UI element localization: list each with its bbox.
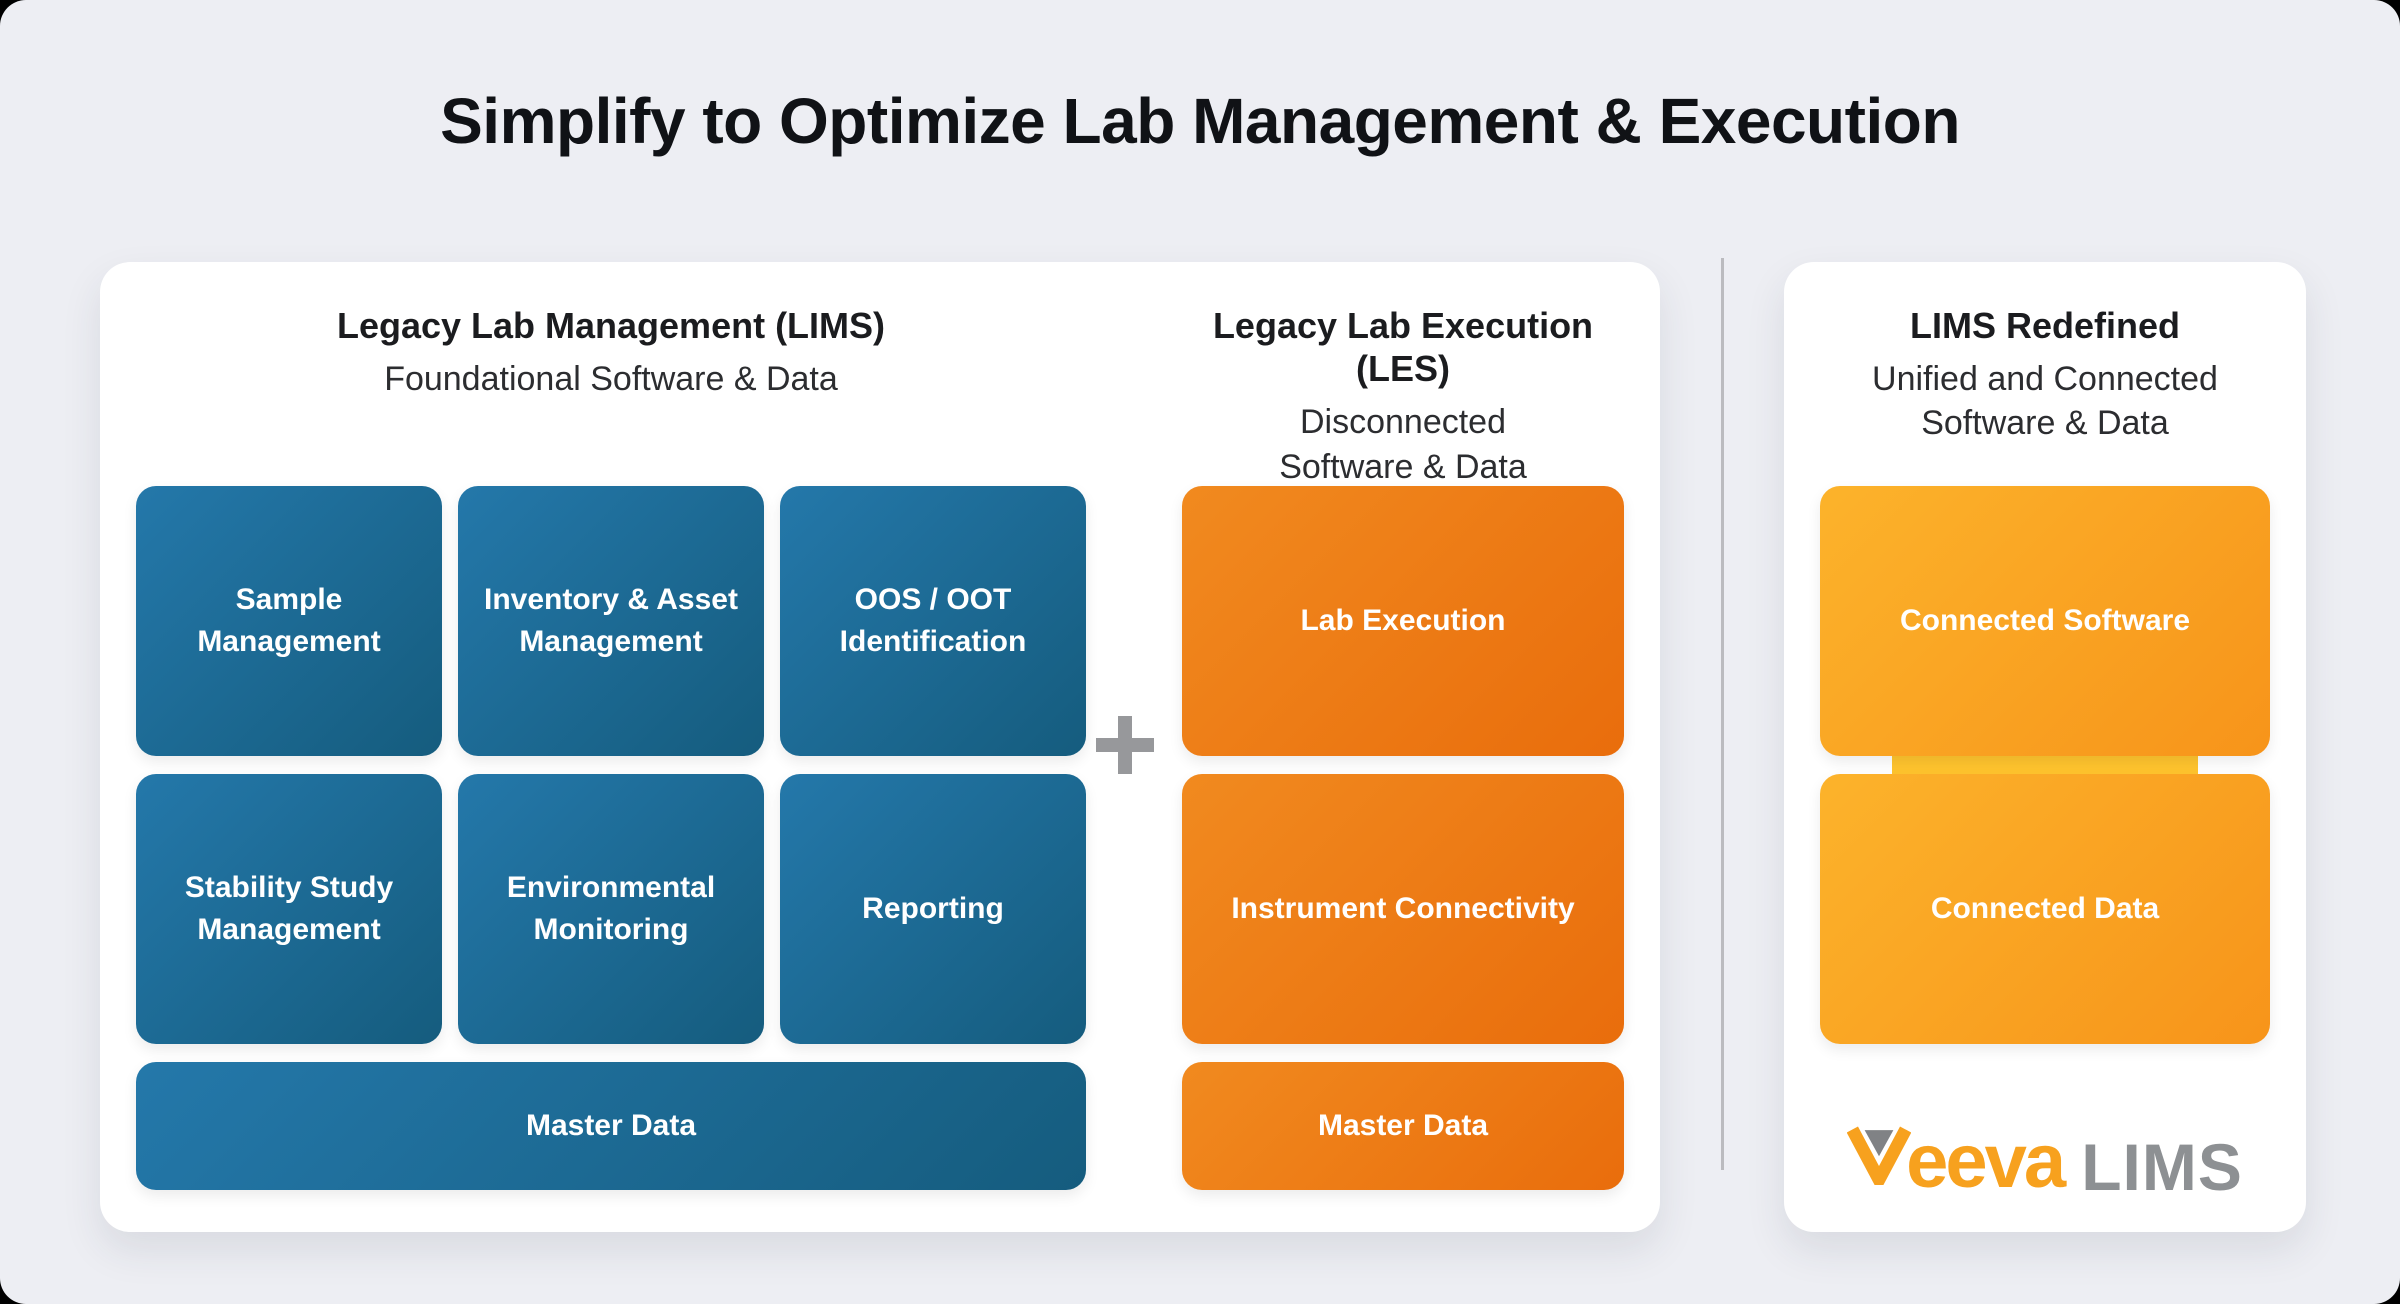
plus-icon (1096, 716, 1154, 774)
les-subtitle-line2: Software & Data (1279, 447, 1527, 486)
les-box-lab-execution: Lab Execution (1182, 486, 1624, 756)
lims-wordmark: LIMS (2081, 1130, 2243, 1204)
redefined-subtitle-line2: Software & Data (1921, 404, 2169, 443)
connected-data-box: Connected Data (1820, 774, 2270, 1044)
lims-box-sample-management: Sample Management (136, 486, 442, 756)
les-subtitle-line1: Disconnected (1299, 403, 1506, 442)
les-master-data-bar: Master Data (1182, 1062, 1624, 1190)
lims-master-data-bar: Master Data (136, 1062, 1086, 1190)
page-title: Simplify to Optimize Lab Management & Ex… (440, 85, 1960, 157)
lims-section-title: Legacy Lab Management (LIMS) (336, 305, 886, 346)
lims-section-header: Legacy Lab Management (LIMS) Foundationa… (136, 304, 1086, 401)
legacy-card: Legacy Lab Management (LIMS) Foundationa… (100, 262, 1660, 1232)
les-box-column: Lab Execution Instrument Connectivity (1182, 486, 1624, 1044)
veeva-wordmark: eeva (1906, 1119, 2066, 1204)
lims-box-reporting: Reporting (780, 774, 1086, 1044)
les-section-header: Legacy Lab Execution (LES) Disconnected … (1182, 304, 1624, 489)
veeva-v-icon (1847, 1126, 1912, 1185)
redefined-section-header: LIMS Redefined Unified and Connected Sof… (1784, 304, 2306, 446)
lims-box-grid: Sample Management Inventory & Asset Mana… (136, 486, 1086, 1044)
vertical-divider (1721, 258, 1724, 1170)
lims-box-inventory-asset-management: Inventory & Asset Management (458, 486, 764, 756)
les-section-title: Legacy Lab Execution (LES) (1212, 305, 1594, 390)
les-box-instrument-connectivity: Instrument Connectivity (1182, 774, 1624, 1044)
redefined-subtitle-line1: Unified and Connected (1872, 360, 2218, 399)
redefined-section-title: LIMS Redefined (1909, 305, 2181, 346)
connected-software-box: Connected Software (1820, 486, 2270, 756)
redefined-card: LIMS Redefined Unified and Connected Sof… (1784, 262, 2306, 1232)
lims-box-stability-study-management: Stability Study Management (136, 774, 442, 1044)
redefined-section-subtitle: Unified and Connected Software & Data (1784, 357, 2306, 445)
les-section-subtitle: Disconnected Software & Data (1182, 400, 1624, 488)
lims-section-subtitle: Foundational Software & Data (384, 360, 838, 399)
lims-box-oos-oot-identification: OOS / OOT Identification (780, 486, 1086, 756)
lims-box-environmental-monitoring: Environmental Monitoring (458, 774, 764, 1044)
veeva-lims-logo: eeva LIMS (1784, 1070, 2306, 1200)
